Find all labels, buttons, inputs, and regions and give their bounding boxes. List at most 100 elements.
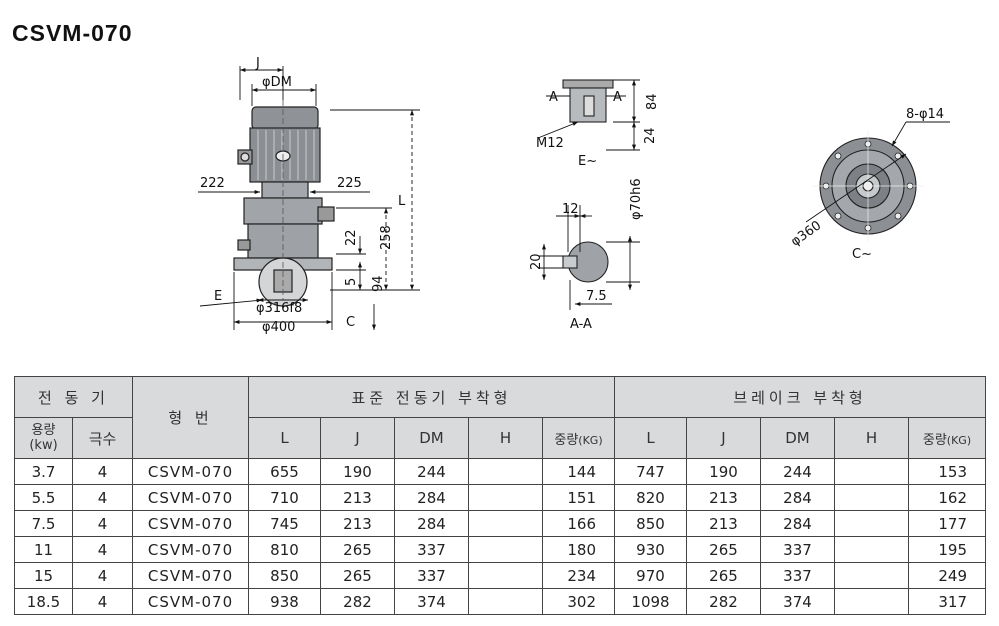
table-cell-sL: 850 (248, 562, 321, 589)
header-std-weight: 중량(KG) (542, 417, 615, 459)
header-poles: 극수 (72, 417, 133, 459)
table-cell-bH (834, 562, 909, 589)
dim-J: J (255, 56, 260, 71)
table-cell-bDM: 337 (760, 536, 835, 563)
header-brk-h: H (834, 417, 909, 459)
front-view (233, 100, 335, 307)
table-cell-sH (468, 458, 543, 485)
table-cell-bDM: 244 (760, 458, 835, 485)
header-model: 형 번 (132, 376, 249, 459)
table-cell-sJ: 213 (320, 484, 395, 511)
header-std-j: J (320, 417, 395, 459)
table-cell-bDM: 374 (760, 588, 835, 615)
section-mark-a-left: A (549, 90, 558, 105)
header-std-h: H (468, 417, 543, 459)
table-cell-sDM: 337 (394, 562, 469, 589)
table-cell-sDM: 337 (394, 536, 469, 563)
dim-94: 94 (371, 275, 386, 292)
table-cell-bH (834, 484, 909, 511)
table-cell-sDM: 374 (394, 588, 469, 615)
table-cell-model: CSVM-070 (132, 458, 249, 485)
table-cell-sJ: 282 (320, 588, 395, 615)
table-cell-bJ: 190 (686, 458, 761, 485)
dim-DM: φDM (262, 75, 292, 90)
section-mark-a-right: A (613, 90, 622, 105)
dim-225: 225 (337, 176, 362, 191)
table-cell-bJ: 213 (686, 510, 761, 537)
dim-400: φ400 (262, 320, 295, 335)
aa-labels: 12 φ70h6 20 7.5 A-A (529, 178, 644, 332)
table-cell-kw: 11 (14, 536, 73, 563)
header-std-dm: DM (394, 417, 469, 459)
table-cell-bW: 153 (908, 458, 986, 485)
table-cell-kw: 3.7 (14, 458, 73, 485)
table-cell-bJ: 282 (686, 588, 761, 615)
dim-20: 20 (529, 253, 544, 270)
table-cell-kw: 15 (14, 562, 73, 589)
table-cell-bL: 1098 (614, 588, 687, 615)
header-motor: 전 동 기 (14, 376, 133, 418)
table-cell-sJ: 265 (320, 562, 395, 589)
table-cell-sW: 144 (542, 458, 615, 485)
header-standard: 표준 전동기 부착형 (248, 376, 615, 418)
table-cell-bJ: 265 (686, 536, 761, 563)
table-cell-bH (834, 536, 909, 563)
table-cell-sW: 151 (542, 484, 615, 511)
table-cell-sH (468, 562, 543, 589)
header-brk-j: J (686, 417, 761, 459)
table-cell-sDM: 244 (394, 458, 469, 485)
table-cell-bDM: 284 (760, 510, 835, 537)
table-cell-bW: 317 (908, 588, 986, 615)
dim-70h6: φ70h6 (629, 178, 644, 220)
table-cell-sL: 655 (248, 458, 321, 485)
header-brake: 브레이크 부착형 (614, 376, 986, 418)
table-cell-bW: 249 (908, 562, 986, 589)
table-cell-bW: 195 (908, 536, 986, 563)
table-cell-bL: 850 (614, 510, 687, 537)
header-brk-l: L (614, 417, 687, 459)
view-e-label: E~ (578, 154, 597, 169)
table-cell-sW: 302 (542, 588, 615, 615)
e-view (562, 79, 614, 123)
front-dimension-labels: J φDM 222 225 L 258 22 5 94 E φ316f8 φ40… (200, 56, 406, 335)
technical-drawing: J φDM 222 225 L 258 22 5 94 E φ316f8 φ40… (198, 56, 950, 335)
table-cell-sDM: 284 (394, 484, 469, 511)
header-std-l: L (248, 417, 321, 459)
table-cell-sH (468, 536, 543, 563)
table-cell-bW: 177 (908, 510, 986, 537)
table-cell-bDM: 337 (760, 562, 835, 589)
table-cell-poles: 4 (72, 484, 133, 511)
dim-L: L (398, 194, 406, 209)
header-brk-dm: DM (760, 417, 835, 459)
dim-7-5: 7.5 (586, 289, 607, 304)
aa-section (562, 241, 609, 283)
table-cell-sW: 234 (542, 562, 615, 589)
bolt-holes: 8-φ14 (906, 107, 944, 122)
table-cell-sJ: 265 (320, 536, 395, 563)
header-brk-weight: 중량(KG) (908, 417, 986, 459)
table-cell-poles: 4 (72, 562, 133, 589)
table-cell-poles: 4 (72, 458, 133, 485)
table-cell-model: CSVM-070 (132, 562, 249, 589)
table-cell-sW: 166 (542, 510, 615, 537)
table-cell-bW: 162 (908, 484, 986, 511)
table-cell-model: CSVM-070 (132, 510, 249, 537)
table-cell-bJ: 265 (686, 562, 761, 589)
table-cell-poles: 4 (72, 536, 133, 563)
dim-5: 5 (344, 278, 359, 286)
dim-E: E (214, 289, 222, 304)
table-cell-bL: 930 (614, 536, 687, 563)
table-cell-poles: 4 (72, 510, 133, 537)
table-cell-sL: 810 (248, 536, 321, 563)
table-cell-poles: 4 (72, 588, 133, 615)
table-cell-sJ: 213 (320, 510, 395, 537)
table-cell-sH (468, 588, 543, 615)
table-cell-bL: 820 (614, 484, 687, 511)
table-cell-model: CSVM-070 (132, 588, 249, 615)
